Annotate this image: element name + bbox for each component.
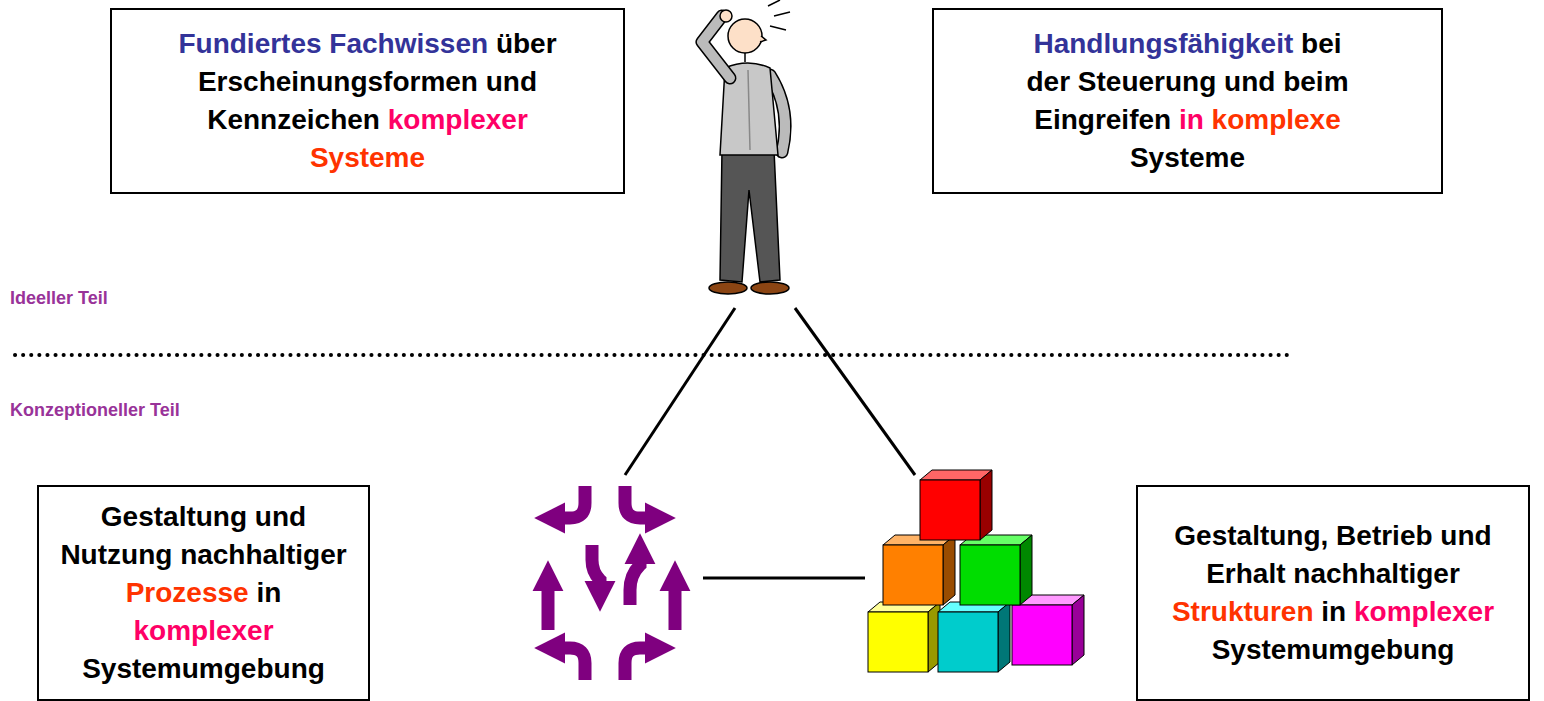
box-text: Gestaltung, Betrieb und Erhalt nachhalti… xyxy=(1158,517,1508,669)
section-label: Konzeptioneller Teil xyxy=(10,400,180,421)
process-arrows-icon xyxy=(548,486,675,680)
separator-line xyxy=(15,353,1290,357)
building-blocks-icon xyxy=(868,470,1084,672)
link-lines xyxy=(625,308,915,578)
box-text: Gestaltung und Nutzung nachhaltiger Proz… xyxy=(54,498,354,688)
text-box: Fundiertes Fachwissen über Erscheinungsf… xyxy=(110,8,625,194)
box-text: Handlungsfähigkeit bei der Steuerung und… xyxy=(1015,25,1360,177)
section-label: Ideeller Teil xyxy=(10,288,108,309)
thinking-man xyxy=(702,0,790,294)
text-box: Handlungsfähigkeit bei der Steuerung und… xyxy=(932,8,1443,194)
text-box: Gestaltung, Betrieb und Erhalt nachhalti… xyxy=(1136,485,1530,701)
box-text: Fundiertes Fachwissen über Erscheinungsf… xyxy=(158,25,578,177)
text-box: Gestaltung und Nutzung nachhaltiger Proz… xyxy=(37,485,370,701)
